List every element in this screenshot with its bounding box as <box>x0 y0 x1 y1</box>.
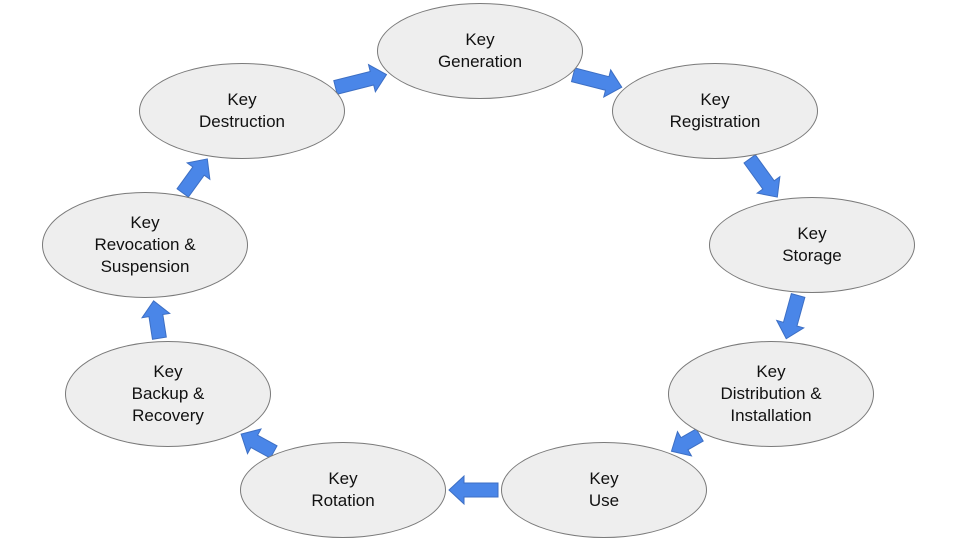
node-key-registration: Key Registration <box>612 63 818 159</box>
node-line: Key <box>797 224 827 243</box>
arrow-revocation-to-destruction <box>176 158 211 198</box>
node-key-destruction: Key Destruction <box>139 63 345 159</box>
node-line: Storage <box>782 246 842 265</box>
node-key-rotation: Key Rotation <box>240 442 446 538</box>
node-key-distribution-installation: Key Distribution & Installation <box>668 341 874 447</box>
node-line: Suspension <box>100 257 190 276</box>
node-line: Destruction <box>199 112 285 131</box>
node-line: Key <box>756 362 786 381</box>
node-line: Rotation <box>311 491 375 510</box>
node-line: Generation <box>437 52 523 71</box>
node-line: Recovery <box>132 406 204 425</box>
node-line: Key <box>700 90 730 109</box>
node-key-storage: Key Storage <box>709 197 915 293</box>
node-line: Distribution & <box>720 384 822 403</box>
node-line: Registration <box>669 112 761 131</box>
node-line: Backup & <box>131 384 205 403</box>
arrow-destruction-to-generation <box>333 63 388 95</box>
node-line: Key <box>328 469 358 488</box>
node-line: Key <box>153 362 183 381</box>
node-line: Revocation & <box>94 235 196 254</box>
node-key-generation: Key Generation <box>377 3 583 99</box>
node-key-use: Key Use <box>501 442 707 538</box>
node-line: Use <box>588 491 620 510</box>
node-line: Key <box>130 213 160 232</box>
node-key-backup-recovery: Key Backup & Recovery <box>65 341 271 447</box>
arrow-storage-to-distribution <box>775 293 806 340</box>
node-key-revocation-suspension: Key Revocation & Suspension <box>42 192 248 298</box>
arrow-use-to-rotation <box>448 474 499 506</box>
arrow-registration-to-storage <box>743 154 781 198</box>
node-line: Key <box>465 30 495 49</box>
node-line: Key <box>227 90 257 109</box>
arrow-rotation-to-backup <box>240 428 278 459</box>
arrow-distribution-to-use <box>670 428 704 457</box>
node-line: Installation <box>730 406 812 425</box>
arrow-generation-to-registration <box>570 67 623 99</box>
node-line: Key <box>589 469 619 488</box>
arrow-backup-to-revocation <box>141 300 171 340</box>
